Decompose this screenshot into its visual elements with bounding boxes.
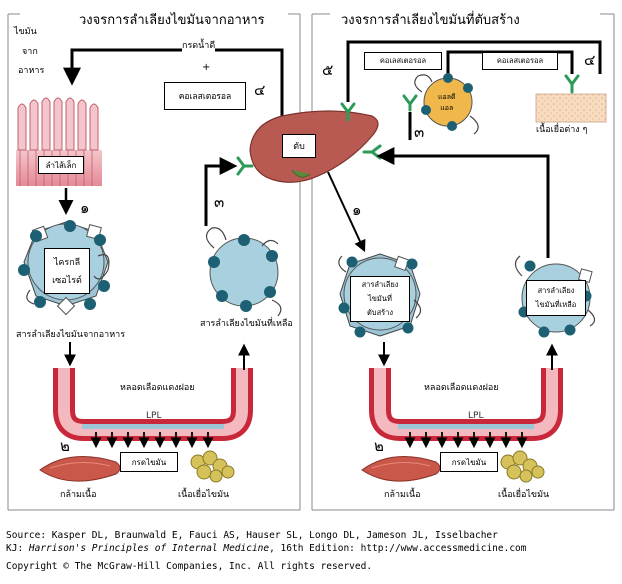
ldl-label: แอลดี แอล [438, 93, 456, 112]
chylomicron-caption: สารลำเลียงไขมันจากอาหาร [16, 330, 126, 340]
intestine-label: ลำไส้เล็ก [38, 156, 84, 174]
cholesterol-box-1: คอเลสเตอรอล [364, 52, 442, 70]
chylomicron-label-1: ไครกลี [53, 258, 81, 268]
idl-label-1: สารลำเลียง [537, 286, 575, 295]
step-5-right: ๕ [322, 61, 334, 79]
plus-sign: + [202, 62, 211, 73]
step-1-right: ๑ [352, 201, 362, 219]
vldl-label-3: ตับสร้าง [366, 308, 394, 317]
idl-to-liver-arrow [376, 147, 550, 258]
credit-copyright: Copyright © The McGraw-Hill Companies, I… [6, 561, 373, 572]
tissue-receptor [564, 74, 580, 94]
left-lpl-label: LPL [146, 411, 162, 421]
chylomicron-label: ไครกลี เซอไรด์ [44, 248, 90, 294]
dietary-fat-label-2: จาก [22, 47, 38, 57]
dietary-fat-label-1: ไขมัน [14, 27, 37, 37]
remnant-to-liver-arrow [204, 157, 238, 226]
right-fatty-acid-arrows [404, 432, 528, 449]
dietary-fat-label-3: อาหาร [18, 66, 45, 76]
right-muscle-label: กล้ามเนื้อ [384, 490, 421, 500]
cholesterol-box-2: คอเลสเตอรอล [482, 52, 558, 70]
credit-book: KJ: Harrison's Principles of Internal Me… [6, 543, 527, 554]
right-adipose-label: เนื้อเยื่อไขมัน [498, 490, 550, 500]
peripheral-tissue-label: เนื้อเยื่อต่าง ๆ [536, 125, 588, 135]
right-muscle [361, 456, 441, 482]
ldl-particle [414, 73, 479, 135]
chylomicron-label-2: เซอไรด์ [52, 276, 82, 286]
ldl-label-1: แอลดี [438, 93, 456, 101]
idl-label-2: ไขมันที่เหลือ [535, 300, 577, 309]
liver-label: ตับ [282, 134, 316, 158]
step-2-left: ๒ [60, 437, 70, 455]
ldl-receptor-top [402, 94, 418, 112]
remnant-caption: สารลำเลียงไขมันที่เหลือ [200, 319, 293, 329]
credit-book-title: Harrison's Principles of Internal Medici… [28, 543, 270, 554]
idl-label: สารลำเลียง ไขมันที่เหลือ [526, 280, 586, 316]
left-capillary [53, 368, 253, 441]
left-fatty-acid-arrows [90, 432, 214, 449]
step-3-right: ๓ [414, 123, 425, 141]
step-3-left: ๓ [214, 193, 225, 211]
left-panel-title: วงจรการลำเลียงไขมันจากอาหาร [76, 13, 268, 29]
step-1-left: ๑ [80, 199, 90, 217]
credit-book-prefix: KJ: [6, 543, 29, 554]
bile-return-arrow [63, 48, 284, 120]
remnant-particle [205, 227, 282, 317]
left-capillary-label: หลอดเลือดแดงฝอย [120, 383, 195, 393]
right-fatty-acid-box: กรดไขมัน [440, 452, 498, 472]
left-fatty-acid-box: กรดไขมัน [120, 452, 178, 472]
liver-receptor-left [236, 156, 254, 176]
cholesterol-efflux-bracket [346, 40, 602, 102]
ldl-label-2: แอล [440, 103, 454, 112]
credit-source: Source: Kasper DL, Braunwald E, Fauci AS… [6, 530, 498, 541]
step-4-right: ๔ [584, 51, 596, 69]
bile-acids-label: กรดน้ำดี [182, 41, 216, 52]
vldl-label: สารลำเลียง ไขมันที่ ตับสร้าง [350, 276, 410, 322]
right-capillary-label: หลอดเลือดแดงฝอย [424, 383, 499, 393]
left-panel-frame [7, 13, 301, 511]
right-panel-frame [311, 13, 615, 511]
vldl-label-1: สารลำเลียง [361, 280, 399, 289]
left-adipose [190, 450, 235, 483]
left-muscle-label: กล้ามเนื้อ [60, 490, 97, 500]
left-adipose-label: เนื้อเยื่อไขมัน [178, 490, 230, 500]
right-lpl-label: LPL [468, 411, 484, 421]
right-capillary [369, 368, 563, 441]
liver-receptor-right [362, 144, 382, 160]
right-panel-title: วงจรการลำเลียงไขมันที่ตับสร้าง [338, 13, 523, 29]
credit-book-suffix: , 16th Edition: http://www.accessmedicin… [269, 543, 527, 554]
step-2-right: ๒ [374, 437, 384, 455]
peripheral-tissue [535, 93, 607, 123]
step-4-left: ๔ [254, 81, 266, 99]
vldl-label-2: ไขมันที่ [368, 294, 392, 303]
liver-receptor-top [340, 102, 356, 122]
cholesterol-box: คอเลสเตอรอล [164, 82, 246, 110]
liver-to-vldl-arrow [327, 171, 366, 253]
left-muscle [39, 456, 121, 482]
right-adipose [500, 450, 545, 483]
